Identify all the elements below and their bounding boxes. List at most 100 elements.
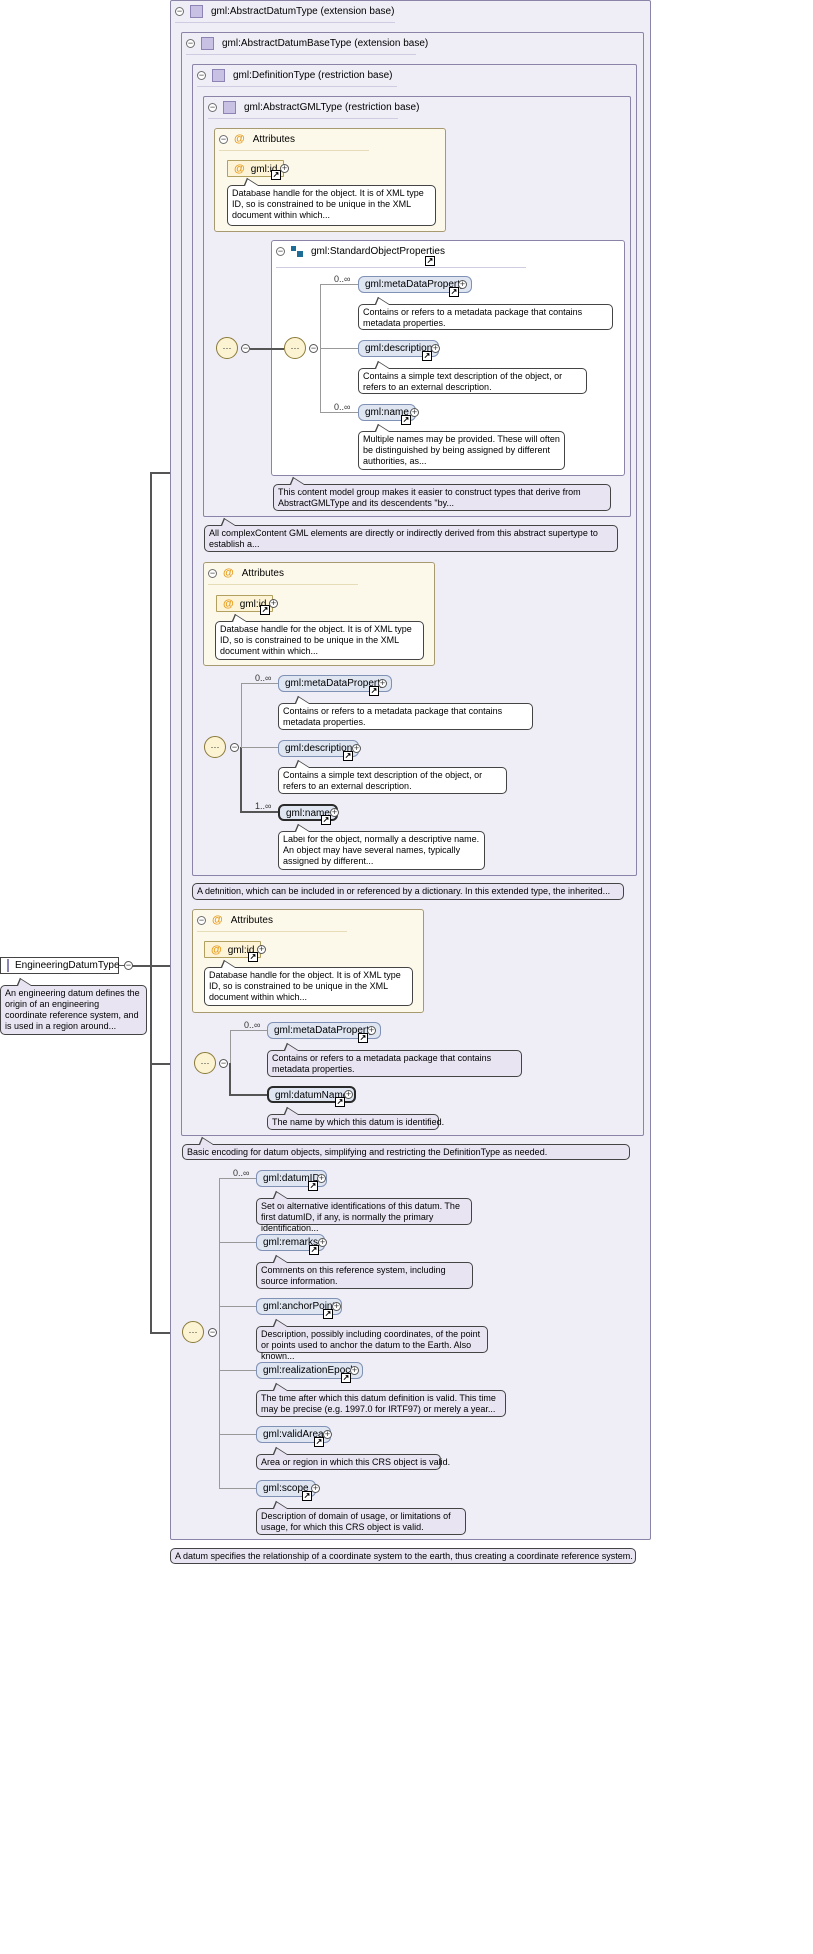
element-metadataproperty[interactable]: gml:metaDataProperty — [278, 675, 393, 692]
element-doc: Contains a simple text description of th… — [358, 368, 587, 394]
occurrence-label: 0..∞ — [233, 1168, 250, 1178]
connector — [241, 747, 278, 748]
element-doc: Set of alternative identifications of th… — [256, 1198, 472, 1233]
reference-arrow-icon[interactable]: ↗ — [343, 751, 353, 761]
complex-type-icon — [201, 36, 214, 50]
reference-arrow-icon[interactable]: ↗ — [401, 415, 411, 425]
expand-icon[interactable]: + — [458, 279, 467, 289]
type-title: gml:AbstractDatumType (extension base) — [211, 5, 395, 17]
collapse-icon[interactable]: − — [219, 133, 228, 144]
expand-icon[interactable]: + — [410, 407, 419, 417]
type-title: gml:AbstractDatumBaseType (extension bas… — [222, 37, 429, 49]
reference-arrow-icon[interactable]: ↗ — [369, 686, 379, 696]
abstract-datum-base-type-header: − gml:AbstractDatumBaseType (extension b… — [186, 36, 428, 50]
reference-arrow-icon[interactable]: ↗ — [425, 256, 435, 266]
attribute-icon: @ — [223, 598, 234, 610]
collapse-icon[interactable]: − — [241, 343, 250, 353]
collapse-icon[interactable]: − — [219, 1058, 228, 1068]
expand-icon[interactable]: + — [378, 678, 387, 688]
reference-arrow-icon[interactable]: ↗ — [335, 1097, 345, 1107]
expand-icon[interactable]: + — [352, 743, 361, 753]
sequence-icon[interactable]: ⋯ — [182, 1321, 204, 1343]
reference-arrow-icon[interactable]: ↗ — [260, 605, 270, 615]
reference-arrow-icon[interactable]: ↗ — [422, 351, 432, 361]
abstract-gml-type-header: − gml:AbstractGMLType (restriction base) — [208, 100, 419, 114]
reference-arrow-icon[interactable]: ↗ — [358, 1033, 368, 1043]
expand-icon[interactable]: + — [350, 1365, 359, 1375]
expand-icon[interactable]: + — [311, 1483, 320, 1493]
reference-arrow-icon[interactable]: ↗ — [449, 287, 459, 297]
collapse-icon[interactable]: − — [197, 69, 206, 80]
collapse-icon[interactable]: − — [230, 742, 239, 752]
attribute-icon: @ — [234, 133, 245, 145]
collapse-icon[interactable]: − — [208, 1327, 217, 1337]
occurrence-label: 0..∞ — [255, 673, 272, 683]
element-realizationepoch[interactable]: gml:realizationEpoch — [256, 1362, 363, 1379]
expand-icon[interactable]: + — [257, 944, 266, 954]
reference-arrow-icon[interactable]: ↗ — [321, 815, 331, 825]
type-title: gml:AbstractGMLType (restriction base) — [244, 101, 420, 113]
reference-arrow-icon[interactable]: ↗ — [302, 1491, 312, 1501]
connector — [230, 1030, 267, 1031]
element-anchorpoint[interactable]: gml:anchorPoint — [256, 1298, 343, 1315]
expand-icon[interactable]: + — [332, 1301, 341, 1311]
occurrence-label: 0..∞ — [334, 402, 351, 412]
collapse-icon[interactable]: − — [208, 101, 217, 112]
attribute-gml-id[interactable]: @gml:id — [204, 941, 262, 958]
expand-icon[interactable]: + — [318, 1237, 327, 1247]
type-doc: A definition, which can be included in o… — [192, 883, 624, 900]
element-doc: Label for the object, normally a descrip… — [278, 831, 485, 870]
sequence-icon[interactable]: ⋯ — [204, 736, 226, 758]
collapse-icon[interactable]: − — [175, 5, 184, 16]
type-doc: All complexContent GML elements are dire… — [204, 525, 618, 552]
reference-arrow-icon[interactable]: ↗ — [323, 1309, 333, 1319]
element-metadataproperty[interactable]: gml:metaDataProperty — [358, 276, 473, 293]
expand-icon[interactable]: + — [317, 1173, 326, 1183]
connector — [219, 1370, 256, 1371]
reference-arrow-icon[interactable]: ↗ — [341, 1373, 351, 1383]
occurrence-label: 1..∞ — [255, 801, 272, 811]
connector — [219, 1178, 220, 1488]
reference-arrow-icon[interactable]: ↗ — [308, 1181, 318, 1191]
sequence-icon[interactable]: ⋯ — [216, 337, 238, 359]
attribute-gml-id[interactable]: @gml:id — [227, 160, 285, 177]
abstract-datum-type-header: − gml:AbstractDatumType (extension base) — [175, 4, 394, 18]
collapse-icon[interactable]: − — [208, 567, 217, 578]
complex-type-icon — [223, 100, 236, 114]
reference-arrow-icon[interactable]: ↗ — [309, 1245, 319, 1255]
element-metadataproperty[interactable]: gml:metaDataProperty — [267, 1022, 382, 1039]
complex-type-icon — [212, 68, 225, 82]
element-doc: Description of domain of usage, or limit… — [256, 1508, 466, 1535]
connector — [118, 965, 128, 966]
expand-icon[interactable]: + — [269, 598, 278, 608]
collapse-icon[interactable]: − — [309, 343, 318, 353]
root-type-engineeringdatumtype[interactable]: EngineeringDatumType — [0, 957, 120, 974]
element-doc: Contains or refers to a metadata package… — [358, 304, 613, 330]
collapse-icon[interactable]: − — [186, 37, 195, 48]
connector — [241, 683, 242, 747]
expand-icon[interactable]: + — [431, 343, 440, 353]
sequence-icon[interactable]: ⋯ — [284, 337, 306, 359]
reference-arrow-icon[interactable]: ↗ — [314, 1437, 324, 1447]
element-datumname[interactable]: gml:datumName — [267, 1086, 357, 1103]
connector — [320, 348, 358, 349]
reference-arrow-icon[interactable]: ↗ — [271, 170, 281, 180]
element-doc: Comments on this reference system, inclu… — [256, 1262, 473, 1289]
connector — [219, 1306, 256, 1307]
expand-icon[interactable]: + — [323, 1429, 332, 1439]
expand-icon[interactable]: + — [344, 1089, 353, 1099]
collapse-icon[interactable]: − — [124, 960, 133, 970]
expand-icon[interactable]: + — [280, 163, 289, 173]
collapse-icon[interactable]: − — [197, 914, 206, 925]
sequence-icon[interactable]: ⋯ — [194, 1052, 216, 1074]
attribute-icon: @ — [211, 944, 222, 956]
expand-icon[interactable]: + — [330, 807, 339, 817]
type-doc: A datum specifies the relationship of a … — [170, 1548, 636, 1564]
connector — [240, 811, 278, 813]
connector — [219, 1242, 256, 1243]
expand-icon[interactable]: + — [367, 1025, 376, 1035]
connector — [219, 1178, 256, 1179]
collapse-icon[interactable]: − — [276, 245, 285, 256]
reference-arrow-icon[interactable]: ↗ — [248, 952, 258, 962]
attribute-gml-id[interactable]: @gml:id — [216, 595, 274, 612]
